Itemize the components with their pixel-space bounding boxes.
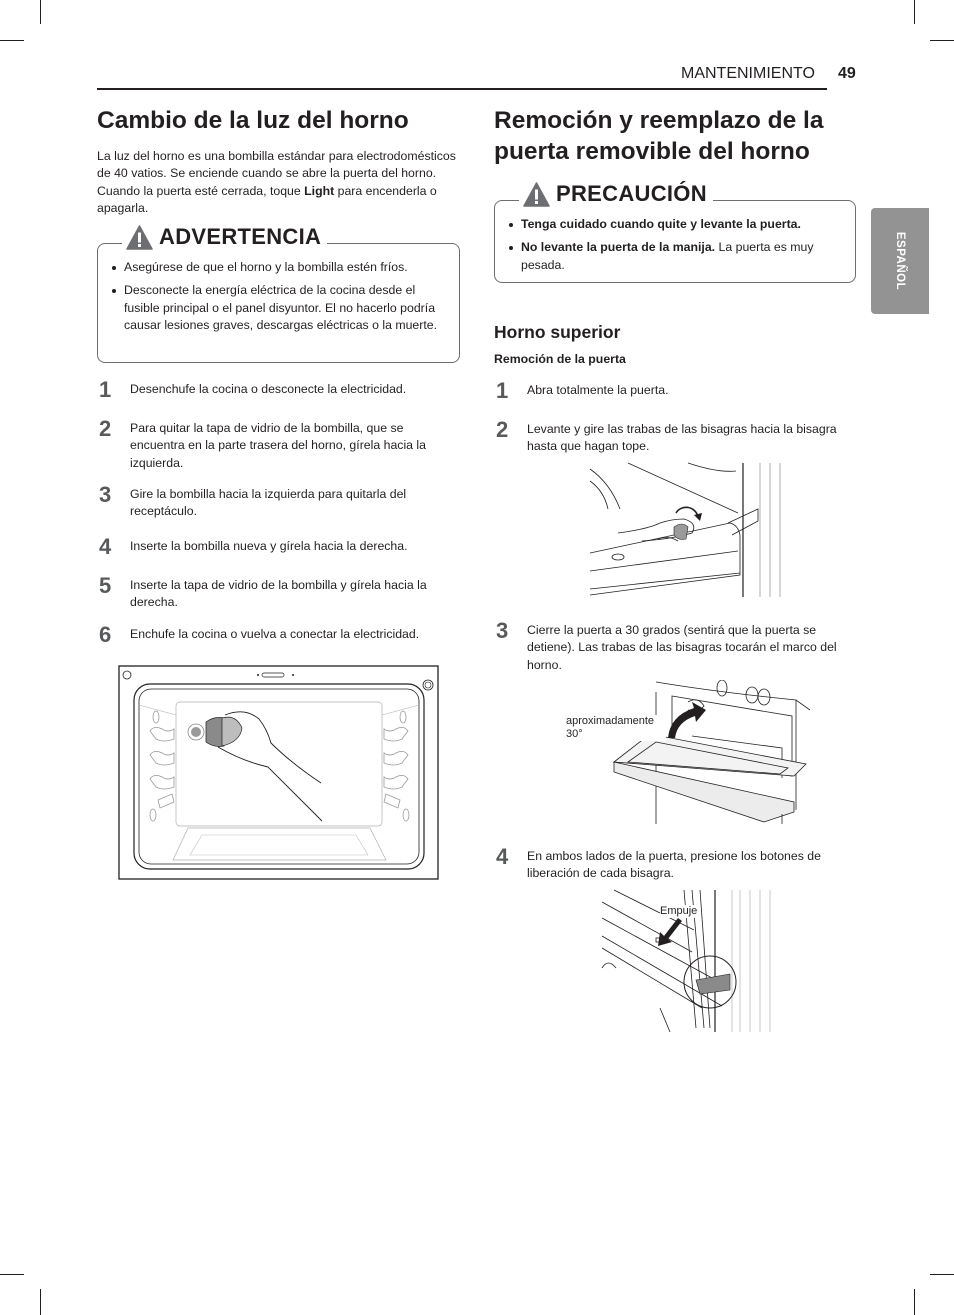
step-text: En ambos lados de la puerta, presione lo… [527, 849, 821, 881]
crop-mark [930, 40, 954, 41]
warning-box: ADVERTENCIA Asegúrese de que el horno y … [97, 224, 460, 363]
step-number: 4 [496, 844, 509, 869]
light-key-label: Light [304, 183, 335, 198]
caution-item: Tenga cuidado cuando quite y levante la … [507, 216, 847, 233]
page-title-door: Remoción y reemplazo de la puerta removi… [494, 107, 824, 165]
step-text: Inserte la tapa de vidrio de la bombilla… [130, 578, 427, 610]
hinge-latch-illustration [589, 462, 781, 597]
step-text: Para quitar la tapa de vidrio de la bomb… [130, 421, 426, 470]
caution-item: No levante la puerta de la manija. La pu… [507, 239, 847, 274]
section-title: MANTENIMIENTO [681, 65, 815, 82]
intro-paragraph: La luz del horno es una bombilla estánda… [97, 149, 456, 216]
step-number: 1 [496, 378, 509, 403]
step-number: 3 [99, 482, 112, 507]
step-number: 2 [99, 416, 112, 441]
step-number: 4 [99, 534, 112, 559]
page-number: 49 [838, 65, 856, 82]
angle-label: aproximadamente 30° [566, 715, 666, 741]
door-30-degrees-illustration [612, 680, 811, 824]
step-text: Desenchufe la cocina o desconecte la ele… [130, 382, 407, 396]
caution-list: Tenga cuidado cuando quite y levante la … [507, 216, 847, 280]
warning-triangle-icon [126, 224, 153, 250]
hinge-release-illustration [601, 889, 771, 1032]
oven-light-illustration [118, 665, 439, 880]
header-rule [97, 88, 827, 90]
step-number: 1 [99, 377, 112, 402]
step-text: Levante y gire las trabas de las bisagra… [527, 422, 837, 454]
subheading-door-removal: Remoción de la puerta [494, 352, 626, 366]
step-text: Gire la bombilla hacia la izquierda para… [130, 487, 407, 519]
caution-title: PRECAUCIÓN [519, 181, 713, 207]
page-title-light: Cambio de la luz del horno [97, 107, 409, 134]
crop-mark [930, 1274, 954, 1275]
warning-list: Asegúrese de que el horno y la bombilla … [110, 259, 450, 341]
crop-mark [0, 40, 24, 41]
crop-mark [0, 1274, 24, 1275]
warning-title: ADVERTENCIA [122, 224, 328, 250]
step-text: Inserte la bombilla nueva y gírela hacia… [130, 539, 408, 553]
language-tab-label: ESPAÑOL [894, 231, 906, 291]
push-label: Empuje [660, 905, 698, 918]
caution-box: PRECAUCIÓN Tenga cuidado cuando quite y … [494, 181, 856, 283]
crop-mark [914, 0, 915, 24]
crop-mark [40, 0, 41, 24]
step-number: 6 [99, 622, 112, 647]
subheading-upper-oven: Horno superior [494, 322, 621, 342]
warning-item: Desconecte la energía eléctrica de la co… [110, 282, 450, 334]
language-tab: ESPAÑOL [871, 208, 929, 314]
step-number: 5 [99, 573, 112, 598]
step-number: 3 [496, 618, 509, 643]
step-text: Enchufe la cocina o vuelva a conectar la… [130, 627, 420, 641]
warning-triangle-icon [523, 181, 550, 207]
warning-item: Asegúrese de que el horno y la bombilla … [110, 259, 450, 276]
step-text: Abra totalmente la puerta. [527, 383, 669, 397]
step-text: Cierre la puerta a 30 grados (sentirá qu… [527, 623, 837, 672]
step-number: 2 [496, 417, 509, 442]
crop-mark [914, 1289, 915, 1315]
crop-mark [40, 1289, 41, 1315]
